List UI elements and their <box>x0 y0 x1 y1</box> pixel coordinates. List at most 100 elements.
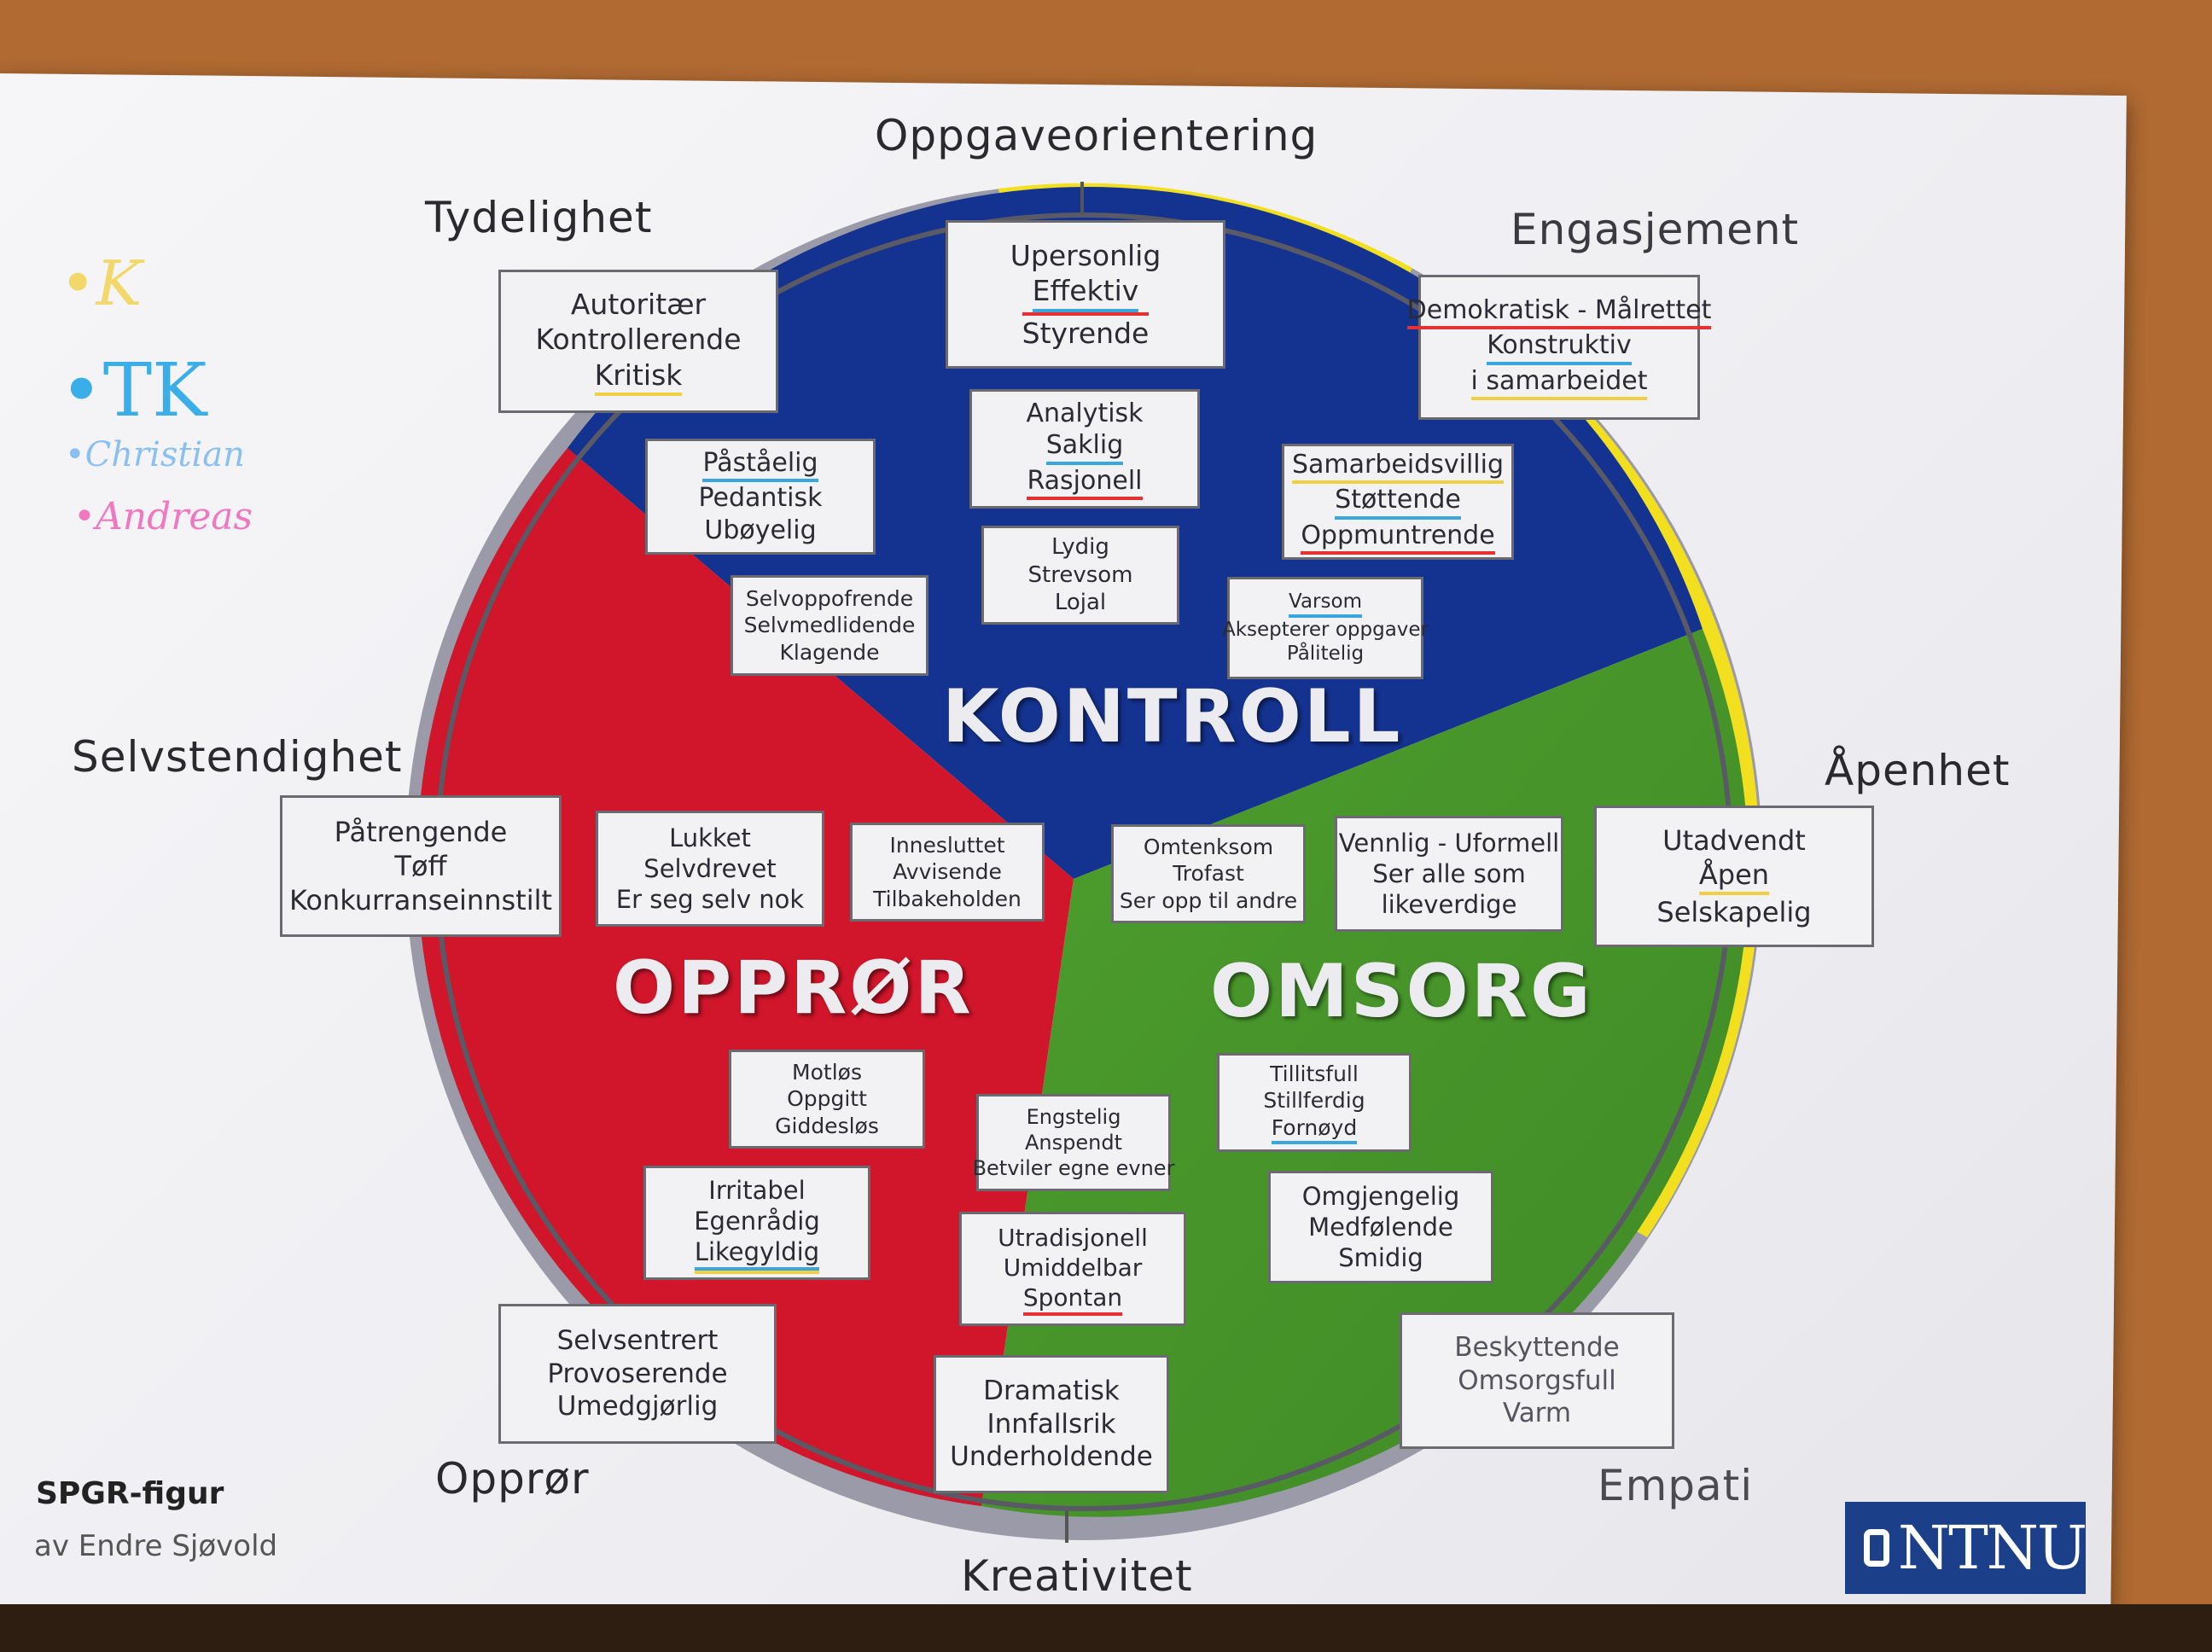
trait-word: Støttende <box>1335 484 1461 520</box>
trait-word: Beskyttende <box>1454 1331 1620 1363</box>
trait-word: Umedgjørlig <box>556 1391 719 1422</box>
trait-word: Fornøyd <box>1271 1114 1358 1144</box>
trait-word: Selvsentrert <box>556 1324 719 1356</box>
trait-box-autoritaer: Autoritær Kontrollerende Kritisk <box>498 270 778 413</box>
figure-title: SPGR-figur <box>36 1476 224 1511</box>
trait-word: Samarbeidsvillig <box>1291 449 1504 485</box>
trait-word: Likegyldig <box>694 1236 820 1271</box>
trait-word: Giddesløs <box>775 1113 879 1138</box>
axis-label-apenhet: Åpenhet <box>1825 746 2011 795</box>
trait-word: Kontrollerende <box>535 323 742 357</box>
trait-word: Konkurranseinnstilt <box>288 884 553 916</box>
trait-word: Betviler egne evner <box>972 1156 1175 1180</box>
trait-word: Saklig <box>1045 429 1124 465</box>
trait-word: Utradisjonell <box>998 1223 1148 1252</box>
trait-word: Ser opp til andre <box>1119 887 1298 913</box>
trait-word: Irritabel <box>708 1175 806 1205</box>
axis-label-oppror: Opprør <box>435 1454 590 1504</box>
trait-word: Selvoppofrende <box>745 586 914 612</box>
trait-word: Tøff <box>394 850 447 882</box>
trait-word: Effektiv <box>1032 273 1139 312</box>
trait-word: likeverdige <box>1381 890 1517 920</box>
trait-word: Motløs <box>792 1060 862 1085</box>
trait-word: Lukket <box>669 823 751 852</box>
trait-word: Tillitsfull <box>1270 1062 1359 1087</box>
trait-word: Trofast <box>1173 861 1244 887</box>
trait-word: Upersonlig <box>1010 239 1161 273</box>
axis-label-oppgaveorientering: Oppgaveorientering <box>875 111 1318 160</box>
trait-word: Lojal <box>1054 590 1107 616</box>
trait-word: Spontan <box>1022 1283 1123 1316</box>
trait-word: Varsom <box>1289 590 1362 618</box>
trait-box-selvsentrert: Selvsentrert Provoserende Umedgjørlig <box>498 1304 777 1444</box>
trait-word: Omgjengelig <box>1301 1181 1460 1211</box>
trait-word: Utadvendt <box>1662 824 1806 857</box>
handwritten-note: •K <box>60 247 143 319</box>
axis-label-engasjement: Engasjement <box>1511 205 1800 254</box>
trait-word: Selvmedlidende <box>743 613 916 638</box>
trait-word: i samarbeidet <box>1470 365 1648 401</box>
desk-edge <box>0 1604 2212 1652</box>
sector-label-oppror: OPPRØR <box>613 945 974 1031</box>
axis-label-selvstendighet: Selvstendighet <box>72 732 403 782</box>
handwritten-note: •Christian <box>65 435 245 474</box>
handwritten-note: •Andreas <box>73 495 253 538</box>
ntnu-logo: NTNU <box>1845 1502 2087 1594</box>
trait-box-analytisk: Analytisk Saklig Rasjonell <box>969 389 1200 509</box>
trait-word: Umiddelbar <box>1003 1253 1143 1282</box>
trait-word: Analytisk <box>1026 398 1144 428</box>
trait-word: Aksepterer oppgaver <box>1222 618 1429 641</box>
trait-word: Påståelig <box>702 447 818 483</box>
trait-word: Tilbakeholden <box>873 886 1022 911</box>
ntnu-logo-icon <box>1864 1529 1889 1567</box>
trait-word: Konstruktiv <box>1487 329 1632 365</box>
trait-word: Ubøyelig <box>704 515 817 545</box>
trait-word: Vennlig - Uformell <box>1338 828 1560 858</box>
trait-box-motlos: Motløs Oppgitt Giddesløs <box>729 1050 925 1149</box>
trait-word: Rasjonell <box>1027 465 1143 501</box>
ntnu-logo-text: NTNU <box>1897 1513 2087 1583</box>
trait-word: Oppmuntrende <box>1301 520 1495 556</box>
trait-word: Innfallsrik <box>987 1408 1116 1440</box>
trait-word: Selskapelig <box>1656 896 1812 928</box>
handwritten-note: •TK <box>60 348 207 433</box>
trait-box-upersonlig: Upersonlig Effektiv Styrende <box>946 220 1225 369</box>
trait-word: Smidig <box>1338 1243 1423 1273</box>
trait-box-irritabel: Irritabel Egenrådig Likegyldig <box>643 1166 870 1280</box>
sector-label-kontroll: KONTROLL <box>942 674 1403 759</box>
trait-word: Oppgitt <box>787 1086 867 1112</box>
trait-word: Medfølende <box>1308 1212 1453 1242</box>
trait-word: Omtenksom <box>1143 835 1274 860</box>
trait-box-pastaelig: Påståelig Pedantisk Ubøyelig <box>645 439 876 555</box>
trait-word: Avvisende <box>893 859 1002 885</box>
trait-box-samarbeidsvillig: Samarbeidsvillig Støttende Oppmuntrende <box>1282 444 1514 560</box>
trait-word: Innesluttet <box>889 833 1005 858</box>
trait-word: Dramatisk <box>983 1375 1120 1406</box>
trait-word: Autoritær <box>570 288 707 322</box>
trait-word: Varm <box>1502 1398 1572 1429</box>
sector-opprør <box>416 448 1074 1506</box>
trait-word: Engstelig <box>1026 1105 1121 1129</box>
trait-box-engstelig: Engstelig Anspendt Betviler egne evner <box>973 1094 1174 1191</box>
trait-box-utadvendt: Utadvendt Åpen Selskapelig <box>1594 806 1874 947</box>
trait-box-utradisjonell: Utradisjonell Umiddelbar Spontan <box>959 1212 1186 1326</box>
trait-word: Pålitelig <box>1286 643 1365 666</box>
trait-box-vennlig: Vennlig - Uformell Ser alle som likeverd… <box>1335 816 1563 932</box>
trait-box-patrengende: Påtrengende Tøff Konkurranseinnstilt <box>280 795 562 937</box>
trait-word: Selvdrevet <box>643 853 777 883</box>
sector-label-omsorg: OMSORG <box>1210 949 1593 1034</box>
trait-box-tillitsfull: Tillitsfull Stillferdig Fornøyd <box>1217 1053 1412 1152</box>
trait-word: Klagende <box>779 639 880 665</box>
axis-label-empati: Empati <box>1598 1461 1754 1510</box>
figure-author: av Endre Sjøvold <box>34 1529 278 1563</box>
trait-word: Åpen <box>1698 858 1770 895</box>
trait-word: Lydig <box>1051 534 1109 561</box>
axis-label-kreativitet: Kreativitet <box>961 1551 1193 1601</box>
trait-word: Anspendt <box>1025 1131 1122 1155</box>
trait-word: Stillferdig <box>1263 1088 1365 1114</box>
trait-box-demokratisk: Demokratisk - Målrettet Konstruktiv i sa… <box>1406 275 1712 420</box>
trait-box-varsom: Varsom Aksepterer oppgaver Pålitelig <box>1222 577 1429 679</box>
trait-word: Påtrengende <box>334 816 508 848</box>
trait-box-innesluttet: Innesluttet Avvisende Tilbakeholden <box>850 823 1045 922</box>
trait-word: Er seg selv nok <box>615 885 805 915</box>
